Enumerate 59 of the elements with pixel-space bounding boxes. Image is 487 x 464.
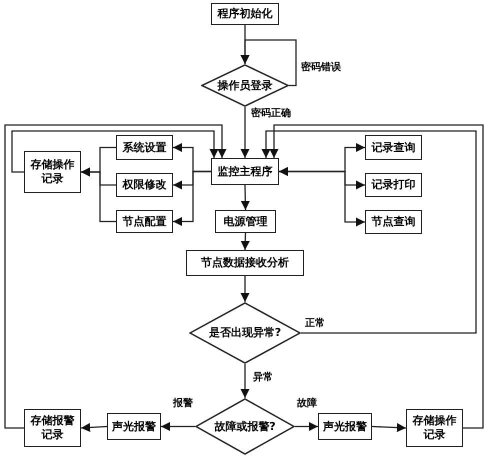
process-box [116, 135, 173, 160]
arrow [240, 364, 250, 398]
arrow [295, 422, 318, 432]
node-text: 监控主程序 [218, 164, 272, 178]
arrow [279, 166, 365, 227]
node-text: 故障或报警? [214, 420, 276, 434]
node-text: 节点配置 [122, 214, 166, 228]
process-box [406, 409, 463, 447]
node-text: 记录打印 [372, 178, 416, 192]
node-text: 存储报警记录 [29, 414, 76, 442]
decision-diamond [195, 398, 295, 455]
process-box [107, 413, 161, 440]
decision-diamond [201, 64, 289, 107]
node-text: 系统设置 [122, 140, 166, 154]
node-text: 程序初始化 [218, 7, 272, 21]
arrow [261, 130, 477, 334]
arrow [269, 124, 484, 429]
process-box [211, 158, 279, 185]
edge-label: 报警 [172, 398, 194, 410]
node-text: 节点数据接收分析 [201, 256, 289, 270]
arrow [11, 130, 219, 173]
edge-label: 密码错误 [300, 62, 342, 74]
process-box [365, 135, 422, 160]
node-text: 节点查询 [372, 215, 416, 229]
node-text: 权限修改 [122, 178, 166, 192]
process-box [318, 413, 372, 440]
edge-label: 密码正确 [250, 108, 292, 120]
process-box [365, 210, 422, 234]
arrow [81, 167, 116, 222]
node-text: 存储操作记录 [411, 414, 458, 442]
process-box [186, 250, 304, 276]
node-text: 是否出现异常? [208, 326, 282, 340]
arrow [240, 276, 250, 302]
process-box [116, 210, 173, 233]
arrow [161, 422, 195, 432]
arrow [240, 232, 250, 250]
process-box [24, 151, 81, 193]
process-box [215, 210, 276, 233]
arrow [4, 124, 227, 429]
node-text: 操作员登录 [218, 78, 272, 92]
process-box [116, 173, 173, 197]
edge-label: 正常 [304, 318, 326, 330]
edge-label: 故障 [296, 398, 318, 410]
edge-label: 异常 [252, 372, 274, 384]
arrow [240, 39, 297, 86]
process-box [24, 409, 81, 447]
arrow [372, 423, 406, 432]
node-text: 电源管理 [224, 214, 268, 228]
arrow [240, 184, 250, 210]
process-box [211, 3, 279, 25]
node-text: 记录查询 [372, 140, 416, 154]
decision-diamond [189, 302, 301, 364]
arrow [173, 170, 211, 226]
arrow [80, 422, 108, 432]
node-text: 存储操作记录 [29, 158, 76, 186]
arrow [240, 107, 250, 158]
node-text: 声光报警 [323, 420, 367, 434]
node-text: 声光报警 [112, 420, 156, 434]
process-box [365, 173, 422, 197]
